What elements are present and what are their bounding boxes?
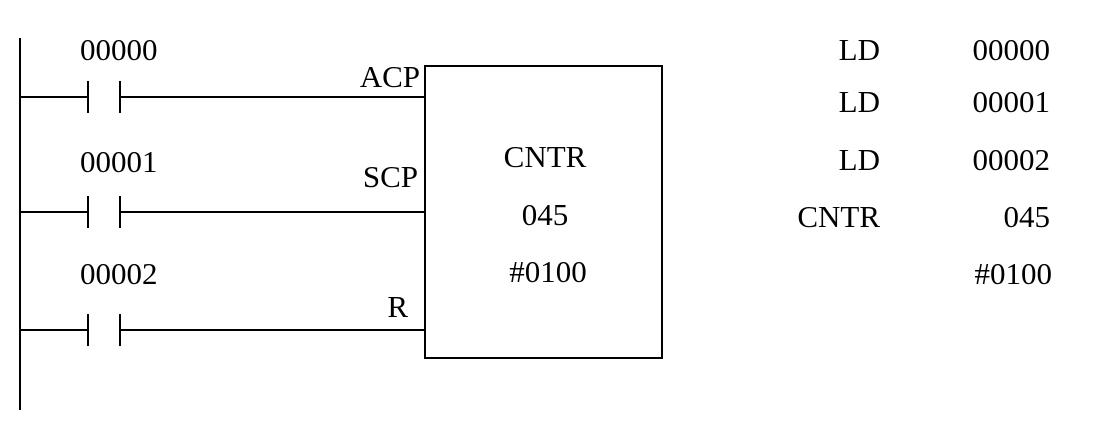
rung-2: 00001 SCP (20, 144, 425, 228)
mnemonic-operand-1: 00000 (973, 32, 1051, 67)
mnemonic-op-4: CNTR (797, 199, 880, 234)
counter-setting: #0100 (509, 254, 587, 289)
mnemonic-operand-5: #0100 (975, 256, 1053, 291)
contact-address-3: 00002 (80, 256, 158, 291)
counter-box (424, 65, 663, 359)
input-label-scp: SCP (363, 159, 418, 194)
input-label-reset: R (387, 289, 408, 324)
mnemonic-operand-4: 045 (1004, 199, 1051, 234)
instruction-list: LD 00000 LD 00001 LD 00002 CNTR 045 #010… (797, 32, 1052, 291)
mnemonic-operand-3: 00002 (973, 142, 1051, 177)
mnemonic-op-1: LD (839, 32, 880, 67)
counter-number: 045 (522, 197, 569, 232)
counter-instruction: CNTR (504, 139, 587, 174)
mnemonic-op-2: LD (839, 84, 880, 119)
input-label-acp: ACP (360, 59, 420, 94)
mnemonic-op-3: LD (839, 142, 880, 177)
mnemonic-operand-2: 00001 (973, 84, 1051, 119)
counter-block: CNTR 045 #0100 (424, 65, 663, 359)
contact-address-1: 00000 (80, 32, 158, 67)
contact-address-2: 00001 (80, 144, 158, 179)
rung-1: 00000 ACP (20, 32, 425, 113)
rung-3: 00002 R (20, 256, 425, 346)
